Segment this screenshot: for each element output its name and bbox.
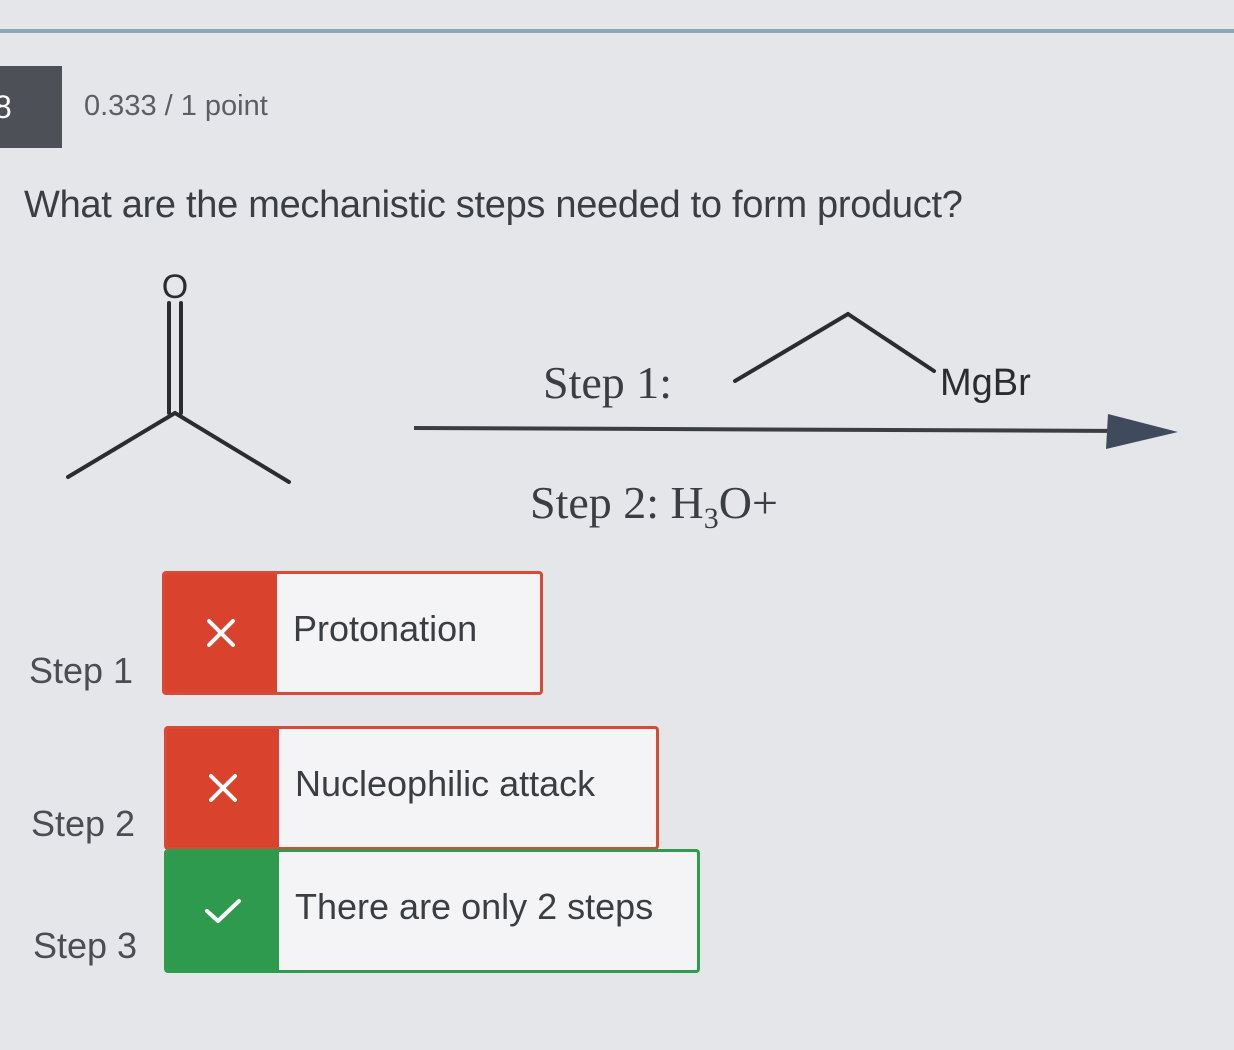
reaction-arrow-head [1106, 414, 1178, 449]
step1-label: Step 1: [543, 357, 672, 408]
question-number-badge: 8 [0, 66, 62, 148]
step3-answer[interactable]: There are only 2 steps [164, 849, 700, 973]
step1-answer[interactable]: Protonation [162, 571, 543, 695]
carbonyl-oxygen-label: O [162, 268, 188, 306]
x-icon [165, 574, 277, 692]
step2-answer[interactable]: Nucleophilic attack [164, 726, 659, 850]
check-icon [167, 852, 279, 970]
question-prompt: What are the mechanistic steps needed to… [24, 184, 963, 226]
acetone-structure [66, 301, 291, 484]
ethyl-grignard-structure [733, 312, 936, 383]
reaction-scheme: O MgBr Step 1: Step 2: H3O+ [66, 268, 1178, 535]
mgbr-label: MgBr [940, 362, 1031, 404]
step1-answer-text: Protonation [293, 608, 478, 649]
step3-row-label: Step 3 [33, 925, 138, 966]
top-divider [0, 29, 1234, 33]
step3-answer-text: There are only 2 steps [295, 886, 654, 927]
x-icon [167, 729, 279, 847]
step1-row-label: Step 1 [29, 650, 134, 691]
step2-row-label: Step 2 [31, 803, 136, 844]
reaction-arrow-shaft [413, 426, 1131, 433]
step2-label: Step 2: H3O+ [530, 477, 778, 535]
question-score: 0.333 / 1 point [84, 90, 268, 122]
step2-answer-text: Nucleophilic attack [295, 763, 596, 804]
